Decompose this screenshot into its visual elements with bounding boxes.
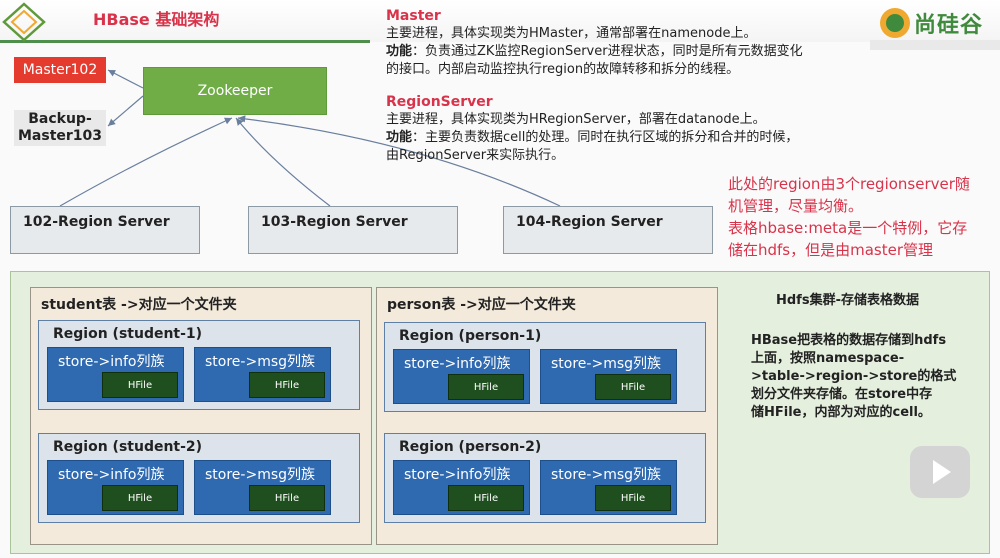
table-person: person表 ->对应一个文件夹 Region (person-1) stor… bbox=[376, 287, 718, 545]
header-band bbox=[0, 0, 1000, 42]
brand-name: 尚硅谷 bbox=[914, 13, 984, 38]
backup-line-2: Master103 bbox=[17, 128, 103, 144]
regionserver-info: RegionServer 主要进程，具体实现类为HRegionServer，部署… bbox=[386, 93, 798, 165]
hdfs-desc-line-1: HBase把表格的数据存储到hdfs bbox=[751, 333, 947, 348]
backup-master-node: Backup- Master103 bbox=[14, 110, 106, 146]
store-info: store->info列族 HFile bbox=[393, 460, 530, 515]
hfile: HFile bbox=[102, 485, 178, 511]
note-line-2: 机管理，尽量均衡。 bbox=[728, 197, 864, 215]
zookeeper-node: Zookeeper bbox=[143, 67, 327, 115]
region-title: Region (person-2) bbox=[399, 439, 542, 455]
region-note: 此处的region由3个regionserver随 机管理，尽量均衡。 表格hb… bbox=[728, 173, 988, 261]
region-person-1: Region (person-1) store->info列族 HFile sto… bbox=[384, 322, 706, 412]
region-student-1: Region (student-1) store->info列族 HFile st… bbox=[38, 320, 360, 410]
regionserver-info-heading: RegionServer bbox=[386, 94, 493, 110]
regionserver-func-line: 功能：主要负责数据cell的处理。同时在执行区域的拆分和合并的时候， bbox=[386, 129, 798, 147]
store-label: store->msg列族 bbox=[205, 467, 316, 483]
hfile: HFile bbox=[249, 372, 325, 398]
store-info: store->info列族 HFile bbox=[47, 460, 184, 515]
note-line-1: 此处的region由3个regionserver随 bbox=[728, 175, 970, 193]
master-info-line: 主要进程，具体实现类为HMaster，通常部署在namenode上。 bbox=[386, 26, 757, 41]
region-title: Region (student-1) bbox=[53, 326, 203, 342]
note-line-4: 储在hdfs，但是由master管理 bbox=[728, 241, 934, 259]
regionserver-info-line: 主要进程，具体实现类为HRegionServer，部署在datanode上。 bbox=[386, 112, 766, 127]
hfile: HFile bbox=[595, 374, 671, 400]
header-underline bbox=[0, 40, 370, 43]
hdfs-desc-line-3: >table->region->store的格式 bbox=[751, 369, 957, 384]
store-label: store->info列族 bbox=[58, 467, 165, 483]
hfile: HFile bbox=[448, 485, 524, 511]
hfile: HFile bbox=[249, 485, 325, 511]
table-title: student表 ->对应一个文件夹 bbox=[41, 297, 237, 313]
store-info: store->info列族 HFile bbox=[393, 349, 530, 404]
store-label: store->info列族 bbox=[404, 467, 511, 483]
store-msg: store->msg列族 HFile bbox=[194, 347, 331, 402]
hfile: HFile bbox=[595, 485, 671, 511]
store-msg: store->msg列族 HFile bbox=[540, 349, 677, 404]
region-person-2: Region (person-2) store->info列族 HFile sto… bbox=[384, 433, 706, 523]
backup-line-1: Backup- bbox=[28, 111, 92, 127]
table-title: person表 ->对应一个文件夹 bbox=[387, 297, 576, 313]
hdfs-description: HBase把表格的数据存储到hdfs 上面，按照namespace- >tabl… bbox=[751, 332, 983, 422]
store-msg: store->msg列族 HFile bbox=[540, 460, 677, 515]
store-label: store->msg列族 bbox=[205, 354, 316, 370]
region-title: Region (person-1) bbox=[399, 328, 542, 344]
arrow-rs103-zk bbox=[235, 117, 331, 207]
store-label: store->msg列族 bbox=[551, 467, 662, 483]
region-student-2: Region (student-2) store->info列族 HFile st… bbox=[38, 433, 360, 523]
hdfs-desc-line-2: 上面，按照namespace- bbox=[751, 351, 905, 366]
store-label: store->info列族 bbox=[58, 354, 165, 370]
region-server-103: 103-Region Server bbox=[248, 206, 458, 254]
store-info: store->info列族 HFile bbox=[47, 347, 184, 402]
regionserver-func-line-2: 由RegionServer来实际执行。 bbox=[386, 148, 565, 163]
arrow-zk-master bbox=[107, 69, 144, 89]
region-server-102: 102-Region Server bbox=[10, 206, 200, 254]
master-func-label: 功能 bbox=[386, 44, 413, 59]
logo-diamond-icon bbox=[2, 2, 46, 42]
note-line-3: 表格hbase:meta是一个特例，它存 bbox=[728, 219, 968, 237]
regionserver-func-text: ：主要负责数据cell的处理。同时在执行区域的拆分和合并的时候， bbox=[412, 130, 799, 145]
master-func-line: 功能：负责通过ZK监控RegionServer进程状态，同时是所有元数据变化 bbox=[386, 43, 803, 61]
hfile: HFile bbox=[448, 374, 524, 400]
hdfs-desc-line-4: 划分文件夹存储。在store中存 bbox=[751, 387, 933, 402]
page-title: HBase 基础架构 bbox=[93, 10, 220, 29]
hfile: HFile bbox=[102, 372, 178, 398]
master-func-line-2: 的接口。内部启动监控执行region的故障转移和拆分的线程。 bbox=[386, 62, 740, 77]
region-server-104: 104-Region Server bbox=[503, 206, 713, 254]
store-label: store->msg列族 bbox=[551, 356, 662, 372]
hdfs-title: Hdfs集群-存储表格数据 bbox=[776, 293, 919, 308]
arrow-zk-backup bbox=[107, 95, 144, 127]
region-title: Region (student-2) bbox=[53, 439, 203, 455]
master-func-text: ：负责通过ZK监控RegionServer进程状态，同时是所有元数据变化 bbox=[412, 44, 803, 59]
play-button-icon[interactable] bbox=[910, 446, 970, 498]
table-student: student表 ->对应一个文件夹 Region (student-1) st… bbox=[30, 287, 372, 545]
brand-strip bbox=[870, 40, 1000, 50]
brand-logo: 尚硅谷 bbox=[880, 7, 983, 39]
master-info-heading: Master bbox=[386, 8, 441, 24]
master-info: Master 主要进程，具体实现类为HMaster，通常部署在namenode上… bbox=[386, 7, 803, 79]
store-msg: store->msg列族 HFile bbox=[194, 460, 331, 515]
hdfs-desc-line-5: 储HFile，内部为对应的cell。 bbox=[751, 405, 931, 420]
store-label: store->info列族 bbox=[404, 356, 511, 372]
brand-logo-icon bbox=[880, 8, 910, 38]
regionserver-func-label: 功能 bbox=[386, 130, 413, 145]
master-node: Master102 bbox=[14, 57, 106, 83]
